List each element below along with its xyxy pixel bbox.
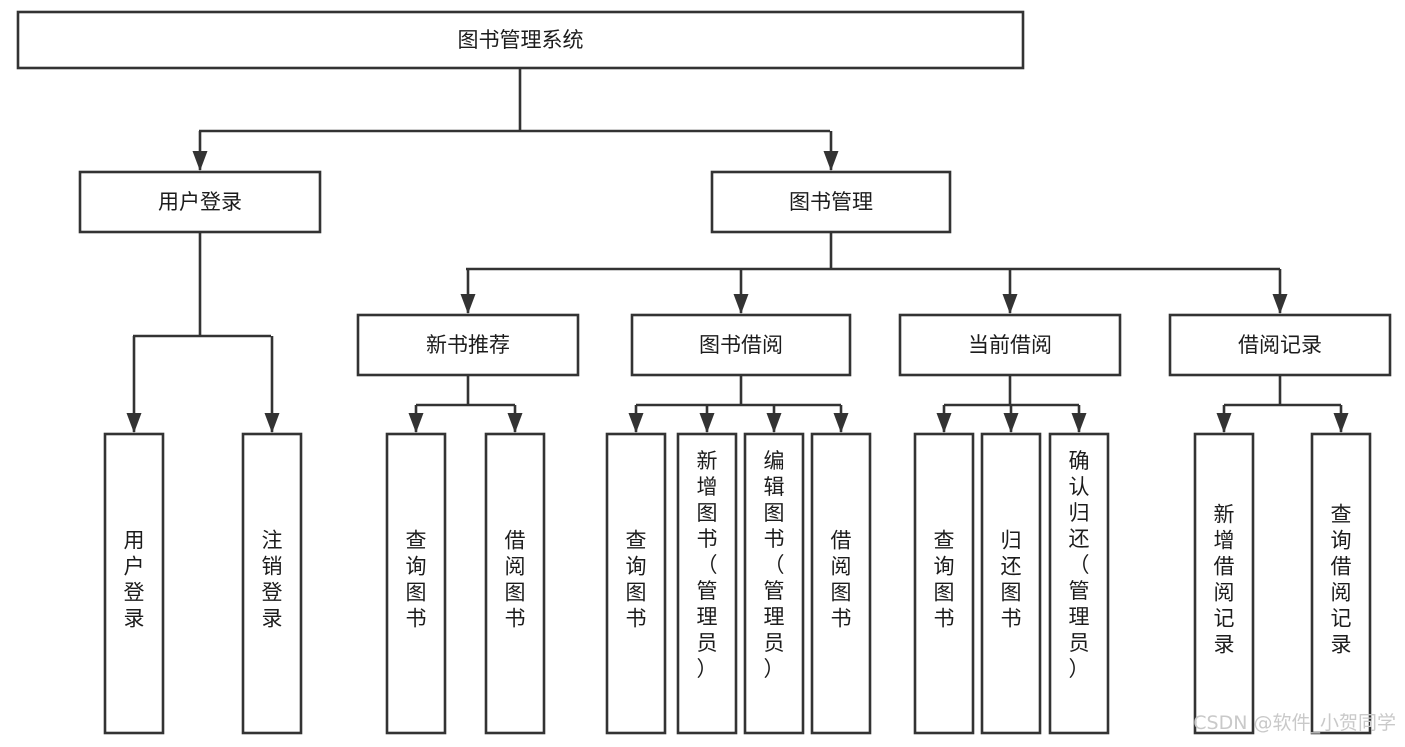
leaf-leaf-query-borrow-record[interactable]: 查询借阅记录 [1310, 432, 1372, 735]
node-label: 用户登录 [158, 190, 242, 214]
node-box[interactable] [1193, 432, 1255, 735]
node-box[interactable] [676, 432, 738, 735]
node-book-manage[interactable]: 图书管理 [710, 170, 952, 234]
node-label: 确认归还（管理员） [1069, 449, 1090, 681]
node-undefined[interactable]: 图书管理系统 [16, 10, 1025, 70]
arrow-head [1272, 294, 1288, 314]
node-box[interactable] [743, 432, 805, 735]
node-label: 查询图书 [626, 529, 647, 631]
csdn-watermark: CSDN @软件_小贺同学 [1193, 712, 1396, 734]
node-box[interactable] [1048, 432, 1110, 735]
node-box[interactable] [241, 432, 303, 735]
node-label: 用户登录 [124, 529, 145, 631]
leaf-leaf-query-book-1[interactable]: 查询图书 [385, 432, 447, 735]
arrow-head [1333, 413, 1349, 433]
node-label: 查询图书 [406, 529, 427, 631]
leaf-leaf-edit-book-admin[interactable]: 编辑图书（管理员） [743, 432, 805, 735]
node-label: 查询借阅记录 [1331, 503, 1352, 657]
leaf-leaf-user-login[interactable]: 用户登录 [103, 432, 165, 735]
node-label: 新增图书（管理员） [697, 449, 718, 681]
node-label: 查询图书 [934, 529, 955, 631]
node-label: 图书借阅 [699, 333, 783, 357]
arrow-head [823, 151, 839, 171]
arrow-head [1071, 413, 1087, 433]
node-box[interactable] [913, 432, 975, 735]
node-box[interactable] [980, 432, 1042, 735]
node-label: 当前借阅 [968, 333, 1052, 357]
node-box[interactable] [630, 313, 852, 377]
node-box[interactable] [810, 432, 872, 735]
node-box[interactable] [1310, 432, 1372, 735]
node-box[interactable] [1168, 313, 1392, 377]
leaf-leaf-return-book[interactable]: 归还图书 [980, 432, 1042, 735]
arrow-head [733, 294, 749, 314]
leaf-leaf-logout-login[interactable]: 注销登录 [241, 432, 303, 735]
node-box[interactable] [385, 432, 447, 735]
node-box[interactable] [78, 170, 322, 234]
node-book-borrow[interactable]: 图书借阅 [630, 313, 852, 377]
node-box[interactable] [484, 432, 546, 735]
node-user-login[interactable]: 用户登录 [78, 170, 322, 234]
node-label: 借阅记录 [1238, 333, 1322, 357]
arrow-head [1216, 413, 1232, 433]
node-label: 借阅图书 [831, 529, 852, 631]
arrow-head [699, 413, 715, 433]
arrow-head [1003, 413, 1019, 433]
node-current-borrow[interactable]: 当前借阅 [898, 313, 1122, 377]
arrow-head [408, 413, 424, 433]
node-box[interactable] [356, 313, 580, 377]
node-box[interactable] [605, 432, 667, 735]
node-label: 新增借阅记录 [1214, 503, 1235, 657]
node-label: 借阅图书 [505, 529, 526, 631]
arrow-head [628, 413, 644, 433]
leaf-leaf-query-book-2[interactable]: 查询图书 [605, 432, 667, 735]
arrow-head [264, 413, 280, 433]
leaf-leaf-borrow-book-1[interactable]: 借阅图书 [484, 432, 546, 735]
node-box[interactable] [103, 432, 165, 735]
node-box[interactable] [710, 170, 952, 234]
arrow-head [833, 413, 849, 433]
arrow-head [126, 413, 142, 433]
node-layer: 图书管理系统用户登录图书管理新书推荐图书借阅当前借阅借阅记录用户登录注销登录查询… [16, 10, 1392, 735]
node-box[interactable] [898, 313, 1122, 377]
arrow-head [507, 413, 523, 433]
arrow-head [766, 413, 782, 433]
leaf-leaf-add-borrow-record[interactable]: 新增借阅记录 [1193, 432, 1255, 735]
arrow-head [936, 413, 952, 433]
leaf-leaf-add-book-admin[interactable]: 新增图书（管理员） [676, 432, 738, 735]
node-borrow-record[interactable]: 借阅记录 [1168, 313, 1392, 377]
connector-layer [126, 68, 1349, 433]
arrow-head [1002, 294, 1018, 314]
arrow-head [192, 151, 208, 171]
node-box[interactable] [16, 10, 1025, 70]
leaf-leaf-borrow-book-2[interactable]: 借阅图书 [810, 432, 872, 735]
node-label: 图书管理 [789, 190, 873, 214]
leaf-leaf-confirm-return-admin[interactable]: 确认归还（管理员） [1048, 432, 1110, 735]
leaf-leaf-query-book-3[interactable]: 查询图书 [913, 432, 975, 735]
node-label: 新书推荐 [426, 333, 510, 357]
node-label: 注销登录 [262, 529, 283, 631]
node-label: 归还图书 [1001, 529, 1022, 631]
node-new-book-rec[interactable]: 新书推荐 [356, 313, 580, 377]
node-label: 编辑图书（管理员） [764, 449, 785, 681]
node-label: 图书管理系统 [458, 28, 584, 52]
arrow-head [460, 294, 476, 314]
